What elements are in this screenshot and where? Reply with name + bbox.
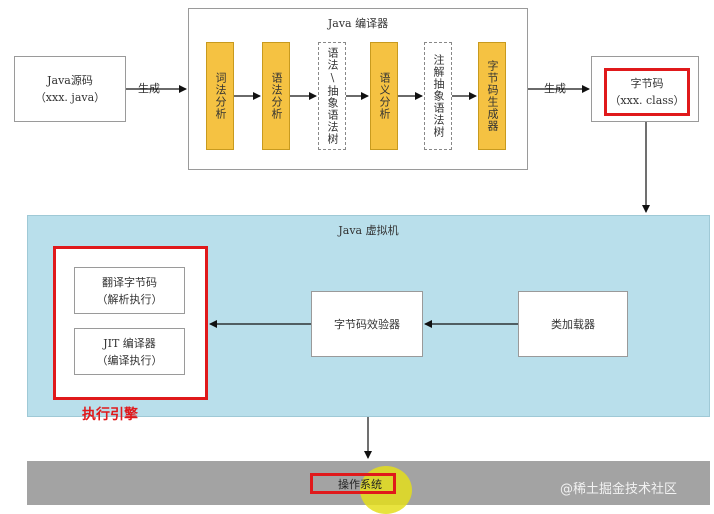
java-source-ext: （xxx. java） bbox=[34, 91, 106, 104]
interpreter-mode: （解析执行） bbox=[96, 292, 163, 306]
stage-bytecode-generator: 字节码生成器 bbox=[478, 42, 506, 150]
interpreter-label: 翻译字节码 bbox=[102, 275, 157, 289]
os-label: 操作系统 bbox=[338, 478, 382, 491]
java-source-label: Java源码 bbox=[47, 74, 93, 87]
bytecode-ext: （xxx. class） bbox=[609, 94, 685, 107]
bytecode-highlight: 字节码 （xxx. class） bbox=[604, 68, 690, 116]
bytecode-box bbox=[591, 56, 699, 122]
watermark: @稀土掘金技术社区 bbox=[560, 482, 678, 497]
stage-annotated-syntax-tree: 注解抽象语法树 bbox=[424, 42, 452, 150]
stage-syntax-analysis: 语法分析 bbox=[262, 42, 290, 150]
bytecode-label: 字节码 bbox=[630, 77, 664, 90]
compiler-title: Java 编译器 bbox=[327, 17, 389, 30]
bytecode-verifier-box: 字节码效验器 bbox=[311, 291, 423, 357]
stage-lexical-analysis: 词法分析 bbox=[206, 42, 234, 150]
java-source-box: Java源码 （xxx. java） bbox=[14, 56, 126, 122]
jit-compiler-mode: （编译执行） bbox=[96, 353, 163, 367]
jvm-title: Java 虚拟机 bbox=[338, 224, 399, 237]
jit-compiler-label: JIT 编译器 bbox=[103, 336, 156, 350]
compiler-panel: Java 编译器 bbox=[188, 8, 528, 170]
execution-engine-label: 执行引擎 bbox=[82, 407, 138, 423]
os-highlight bbox=[310, 473, 396, 494]
jit-compiler-box: JIT 编译器 （编译执行） bbox=[74, 328, 185, 375]
stage-semantic-analysis: 语义分析 bbox=[370, 42, 398, 150]
stage-syntax-tree: 语法\抽象语法树 bbox=[318, 42, 346, 150]
class-loader-box: 类加载器 bbox=[518, 291, 628, 357]
interpreter-box: 翻译字节码 （解析执行） bbox=[74, 267, 185, 314]
